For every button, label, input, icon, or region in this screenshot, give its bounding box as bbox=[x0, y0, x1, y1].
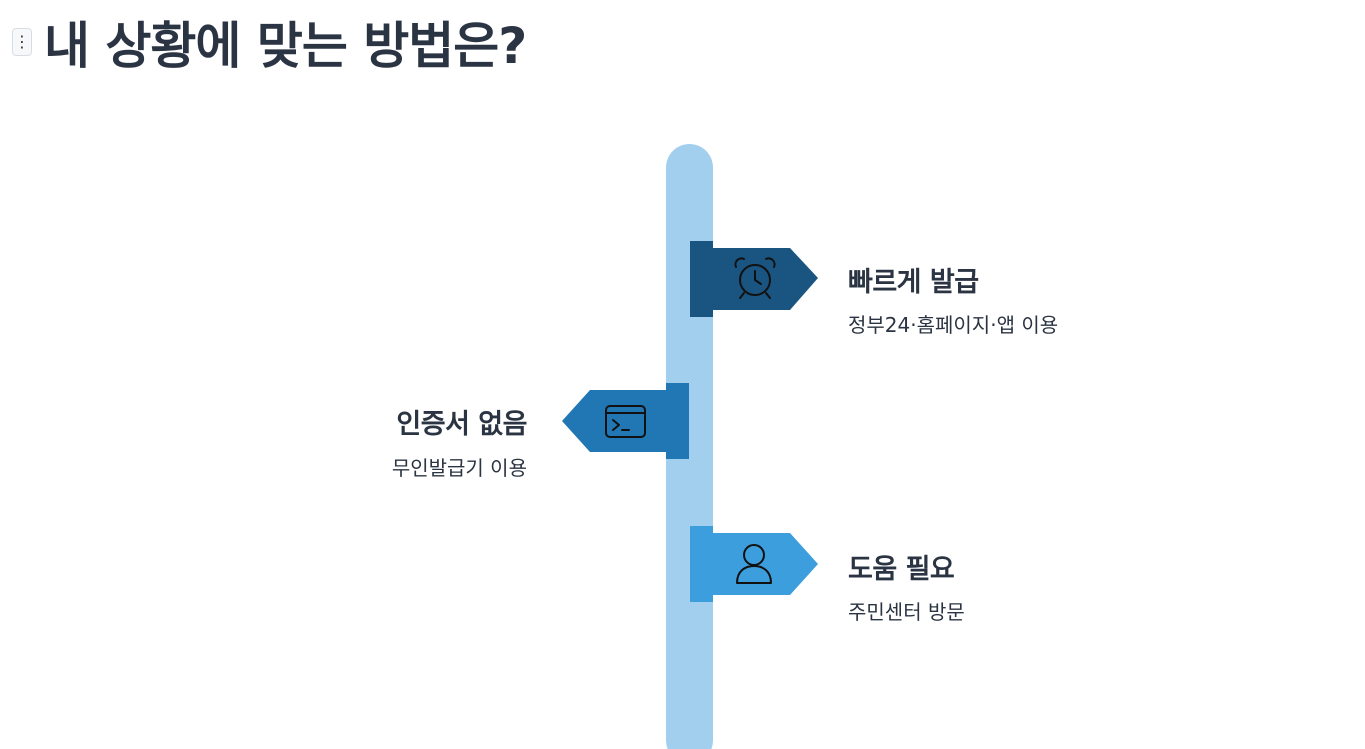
page-title: 내 상황에 맞는 방법은? bbox=[44, 17, 527, 75]
sign-fast bbox=[690, 241, 818, 317]
sign-need-help-description: 주민센터 방문 bbox=[848, 600, 965, 624]
sign-fast-mount bbox=[690, 241, 713, 317]
sign-need-help-arrow bbox=[710, 533, 818, 595]
sign-need-help bbox=[690, 526, 818, 602]
sign-need-help-mount bbox=[690, 526, 713, 602]
person-icon bbox=[736, 544, 772, 584]
sign-need-help-title: 도움 필요 bbox=[848, 554, 955, 585]
alarm-clock-icon bbox=[734, 257, 776, 299]
sign-fast-arrow bbox=[710, 248, 818, 310]
more-vertical-icon[interactable]: ⋮ bbox=[12, 28, 32, 56]
sign-no-cert-mount bbox=[666, 383, 689, 459]
sign-no-cert-description: 무인발급기 이용 bbox=[391, 456, 527, 480]
terminal-icon bbox=[605, 405, 646, 438]
sign-no-cert-title: 인증서 없음 bbox=[396, 409, 527, 440]
sign-fast-description: 정부24·홈페이지·앱 이용 bbox=[848, 313, 1059, 337]
sign-no-cert bbox=[562, 383, 689, 459]
sign-fast-title: 빠르게 발급 bbox=[848, 267, 979, 298]
